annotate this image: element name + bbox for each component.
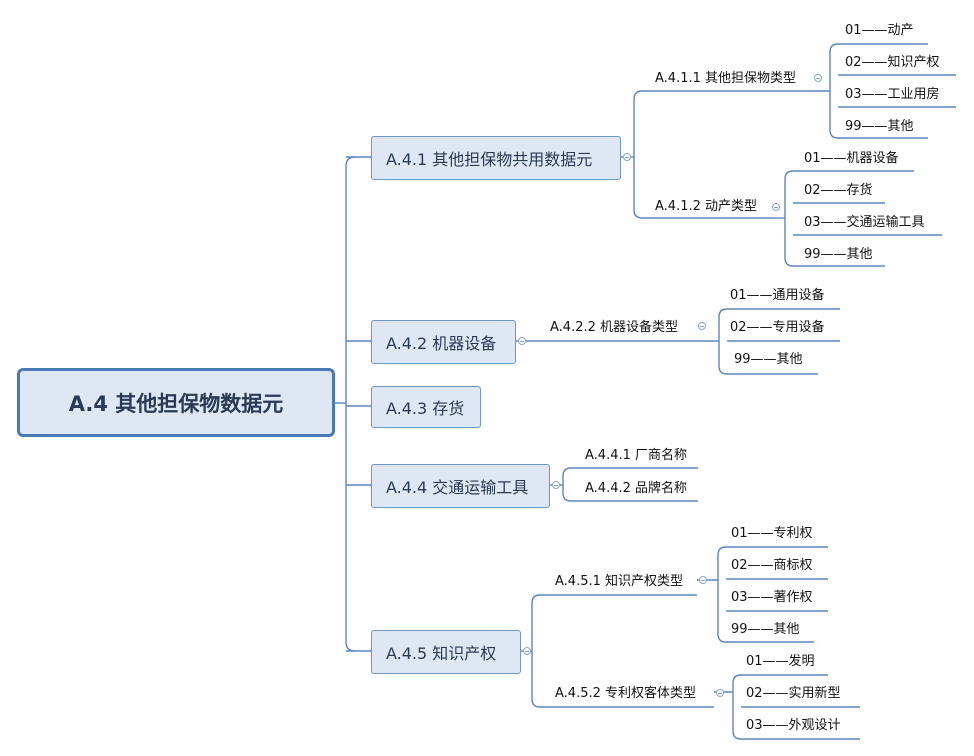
topic-label-a452[interactable]: A.4.5.2 专利权客体类型 <box>555 686 697 701</box>
leaf-label[interactable]: 03——著作权 <box>731 590 813 605</box>
connector-a412-vertical <box>784 170 794 267</box>
branch-label: A.4.2 机器设备 <box>386 334 497 353</box>
leaf-label[interactable]: 99——其他 <box>734 352 803 367</box>
collapse-toggle-icon[interactable] <box>523 647 531 655</box>
branch-label: A.4.3 存货 <box>386 399 465 418</box>
branch-label: A.4.1 其他担保物共用数据元 <box>386 150 593 169</box>
branch-label: A.4.4 交通运输工具 <box>386 478 529 497</box>
root-node[interactable]: A.4 其他担保物数据元 <box>17 368 335 437</box>
collapse-toggle-icon[interactable] <box>623 153 631 161</box>
leaf-label[interactable]: 02——商标权 <box>731 558 813 573</box>
leaf-label[interactable]: 01——机器设备 <box>804 151 899 166</box>
connector-a41-vertical <box>633 90 643 219</box>
topic-label-a441[interactable]: A.4.4.1 厂商名称 <box>585 448 688 463</box>
connector-a422-vertical <box>718 308 728 375</box>
branch-node-a41[interactable]: A.4.1 其他担保物共用数据元 <box>371 136 621 180</box>
leaf-label[interactable]: 99——其他 <box>731 622 800 637</box>
branch-label: A.4.5 知识产权 <box>386 644 497 663</box>
collapse-toggle-icon[interactable] <box>698 322 706 330</box>
collapse-toggle-icon[interactable] <box>716 689 724 697</box>
leaf-label[interactable]: 02——实用新型 <box>746 686 841 701</box>
leaf-label[interactable]: 01——通用设备 <box>730 288 825 303</box>
leaf-label[interactable]: 03——工业用房 <box>845 87 940 102</box>
connector-a451-vertical <box>717 546 727 643</box>
connector-a45-vertical <box>531 594 541 708</box>
leaf-label[interactable]: 02——知识产权 <box>845 55 940 70</box>
topic-label-a451[interactable]: A.4.5.1 知识产权类型 <box>555 574 684 589</box>
connector-a44-vertical <box>562 467 572 502</box>
topic-label-a412[interactable]: A.4.1.2 动产类型 <box>655 199 758 214</box>
leaf-label[interactable]: 03——外观设计 <box>746 718 841 733</box>
leaf-label[interactable]: 01——动产 <box>845 23 914 38</box>
collapse-toggle-icon[interactable] <box>772 203 780 211</box>
topic-label-a411[interactable]: A.4.1.1 其他担保物类型 <box>655 71 797 86</box>
connector-a411-vertical <box>829 43 839 139</box>
leaf-label[interactable]: 99——其他 <box>804 247 873 262</box>
topic-label-a422[interactable]: A.4.2.2 机器设备类型 <box>550 320 679 335</box>
branch-node-a42[interactable]: A.4.2 机器设备 <box>371 320 516 364</box>
leaf-label[interactable]: 99——其他 <box>845 119 914 134</box>
leaf-label[interactable]: 02——专用设备 <box>730 320 825 335</box>
leaf-label[interactable]: 03——交通运输工具 <box>804 215 925 230</box>
branch-node-a44[interactable]: A.4.4 交通运输工具 <box>371 464 550 508</box>
branch-node-a43[interactable]: A.4.3 存货 <box>371 386 481 428</box>
root-label: A.4 其他担保物数据元 <box>68 391 284 416</box>
connector-a452-vertical <box>732 674 742 740</box>
collapse-toggle-icon[interactable] <box>699 576 707 584</box>
leaf-label[interactable]: 01——发明 <box>746 654 815 669</box>
branch-node-a45[interactable]: A.4.5 知识产权 <box>371 630 521 674</box>
collapse-toggle-icon[interactable] <box>552 481 560 489</box>
collapse-toggle-icon[interactable] <box>814 74 822 82</box>
leaf-label[interactable]: 01——专利权 <box>731 526 813 541</box>
leaf-label[interactable]: 02——存货 <box>804 183 873 198</box>
connector-trunk-vertical <box>345 156 356 652</box>
topic-label-a442[interactable]: A.4.4.2 品牌名称 <box>585 481 688 496</box>
collapse-toggle-icon[interactable] <box>518 337 526 345</box>
